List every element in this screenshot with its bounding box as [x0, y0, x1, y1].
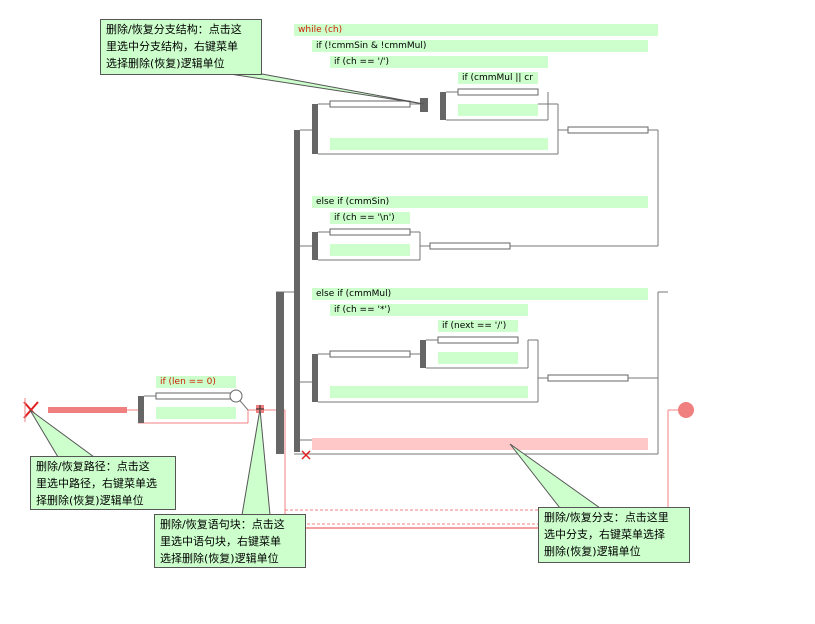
if-ch-star-label: if (ch == '*'): [334, 305, 391, 315]
callout-line: 选择删除(恢复)逻辑单位: [160, 552, 279, 565]
statement-block: [458, 104, 538, 116]
condition-box: [329, 228, 411, 236]
while-bar: [276, 292, 284, 454]
statement-block: [330, 244, 410, 256]
callout-branch-structure: 删除/恢复分支结构：点击这 里选中分支结构，右键菜单 选择删除(恢复)逻辑单位: [100, 19, 262, 75]
end-node-icon: [678, 402, 694, 418]
callout-line: 里选中路径，右键菜单选: [36, 477, 157, 490]
else-if-cmmsin-label: else if (cmmSin): [316, 197, 390, 207]
callout-line: 删除/恢复分支：点击这里: [544, 511, 669, 524]
if-cmm-label: if (!cmmSin & !cmmMul): [316, 41, 427, 51]
statement-block: [330, 138, 548, 150]
condition-box: [329, 100, 411, 108]
else-if-cmmmul-label: else if (cmmMul): [316, 289, 392, 299]
statement-blocks: [156, 104, 548, 419]
label-backgrounds: [156, 24, 658, 388]
callout-path: 删除/恢复路径：点击这 里选中路径，右键菜单选 择删除(恢复)逻辑单位: [30, 456, 176, 510]
callout-line: 删除(恢复)逻辑单位: [544, 545, 641, 558]
condition-box: [429, 242, 511, 250]
callout-line: 里选中分支结构，右键菜单: [106, 40, 238, 53]
condition-box: [155, 392, 237, 400]
branch-bar-1-inner: [440, 92, 446, 120]
len-if-bar: [138, 396, 144, 423]
branch-bar-2: [312, 232, 318, 260]
callout-line: 删除/恢复分支结构：点击这: [106, 23, 242, 36]
statement-block: [438, 352, 518, 364]
loop-exit-x-icon: [301, 450, 311, 460]
statement-block: [156, 407, 236, 419]
structure-lines: [144, 91, 668, 455]
callout-line: 择删除(恢复)逻辑单位: [36, 494, 144, 507]
structure-bars: [138, 92, 446, 454]
branch-bar-3-inner: [420, 340, 426, 368]
if-len-zero-label: if (len == 0): [160, 377, 216, 387]
if-cmmmul-cr-label: if (cmmMul || cr: [462, 73, 533, 83]
selected-branch-block: [312, 438, 648, 450]
while-label: while (ch): [298, 25, 343, 35]
callout-branch: 删除/恢复分支：点击这里 选中分支，右键菜单选择 删除(恢复)逻辑单位: [538, 507, 690, 563]
condition-box: [567, 126, 649, 134]
callout-line: 删除/恢复语句块：点击这: [160, 518, 285, 531]
loop-node-icon: [229, 389, 243, 403]
condition-box: [329, 350, 411, 358]
branch-structure-handle: [420, 98, 428, 112]
callout-line: 选择删除(恢复)逻辑单位: [106, 57, 225, 70]
if-ch-newline-label: if (ch == '\n'): [334, 213, 395, 223]
callout-statement-block: 删除/恢复语句块：点击这 里选中语句块，右键菜单 选择删除(恢复)逻辑单位: [154, 514, 306, 568]
callout-line: 选中分支，右键菜单选择: [544, 528, 665, 541]
callout-pointers: [29, 73, 602, 516]
condition-box: [547, 374, 629, 382]
switch-bar-main: [294, 130, 300, 452]
condition-box: [457, 88, 539, 96]
branch-bar-1: [312, 104, 318, 154]
statement-block: [330, 386, 528, 398]
condition-box: [437, 336, 519, 344]
if-ch-slash-label: if (ch == '/'): [334, 57, 389, 67]
branch-bar-3: [312, 354, 318, 402]
if-next-slash-label: if (next == '/'): [442, 321, 507, 331]
callout-line: 里选中语句块，右键菜单: [160, 535, 281, 548]
callout-line: 删除/恢复路径：点击这: [36, 460, 150, 473]
